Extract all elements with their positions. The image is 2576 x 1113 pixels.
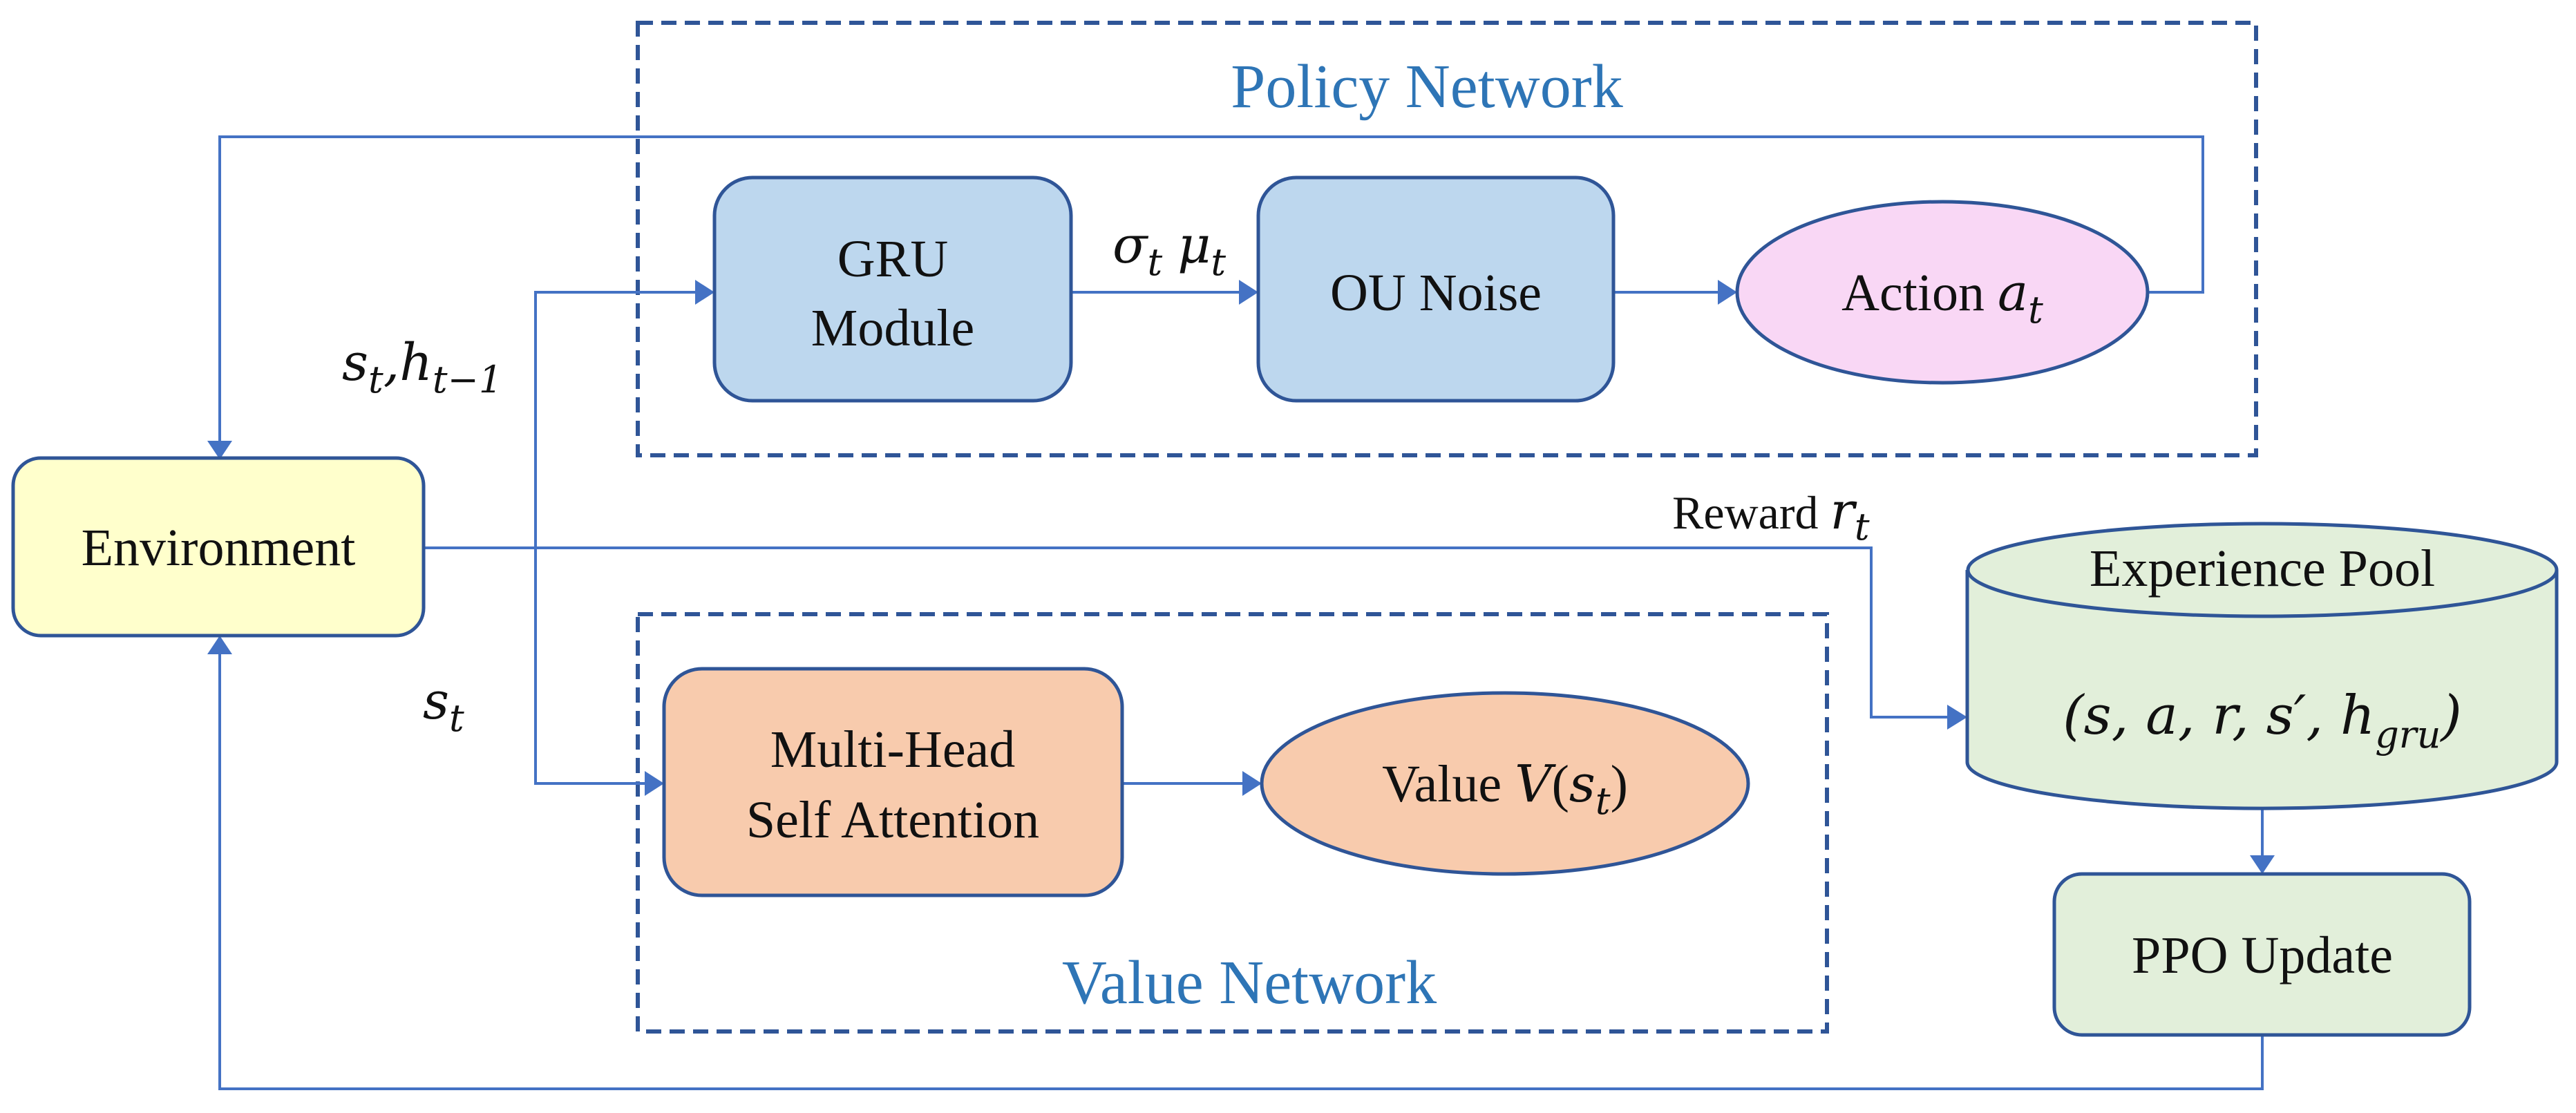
edge-state-to-mhsa	[534, 548, 646, 785]
edge-label-state: st	[423, 672, 464, 740]
value-node: Value V(st)	[1260, 691, 1750, 876]
gru-label-line1: GRU	[837, 230, 948, 288]
ppo-update-label: PPO Update	[2132, 926, 2393, 984]
edge-label-state-hidden: st,ht−1	[342, 333, 502, 401]
arrowhead-ou	[1239, 280, 1258, 305]
action-node: Action at	[1735, 200, 2150, 385]
edge-state-to-gru	[534, 291, 697, 548]
arrowhead-environment-top	[207, 441, 232, 459]
edge-label-reward: Reward rt	[1672, 482, 1870, 549]
value-label: Value V(st)	[1382, 754, 1628, 823]
arrowhead-environment-bottom	[207, 636, 232, 654]
experience-pool-node: Experience Pool (s, a, r, s′, hgru)	[1965, 522, 2559, 810]
mhsa-label-line2: Self Attention	[746, 791, 1039, 849]
environment-label: Environment	[82, 519, 356, 577]
experience-pool-title: Experience Pool	[2090, 540, 2435, 598]
policy-network-boundary	[636, 21, 2258, 457]
gru-module-node: GRU Module	[712, 175, 1073, 403]
ppo-update-node: PPO Update	[2052, 872, 2472, 1037]
policy-network-title: Policy Network	[1231, 53, 1622, 121]
mhsa-label-line1: Multi-Head	[770, 721, 1016, 779]
environment-node: Environment	[11, 456, 426, 638]
edge-action-to-environment	[218, 135, 2204, 449]
edge-ppo-to-environment	[218, 646, 2264, 1090]
gru-label-line2: Module	[811, 299, 974, 357]
arrowhead-mhsa	[645, 771, 664, 796]
mhsa-node: Multi-Head Self Attention	[662, 667, 1124, 897]
arrowhead-gru	[695, 280, 714, 305]
value-network-boundary	[636, 612, 1829, 1034]
value-network-title: Value Network	[1062, 949, 1437, 1017]
ou-noise-label: OU Noise	[1330, 264, 1542, 322]
ou-noise-node: OU Noise	[1256, 175, 1616, 403]
arrowhead-action	[1718, 280, 1737, 305]
arrowhead-value	[1242, 771, 1262, 796]
arrowhead-ppo	[2250, 855, 2275, 874]
arrowhead-pool	[1947, 705, 1967, 730]
action-label: Action at	[1841, 263, 2043, 332]
edge-environment-to-pool	[424, 546, 1949, 719]
experience-pool-tuple: (s, a, r, s′, hgru)	[2063, 685, 2462, 757]
